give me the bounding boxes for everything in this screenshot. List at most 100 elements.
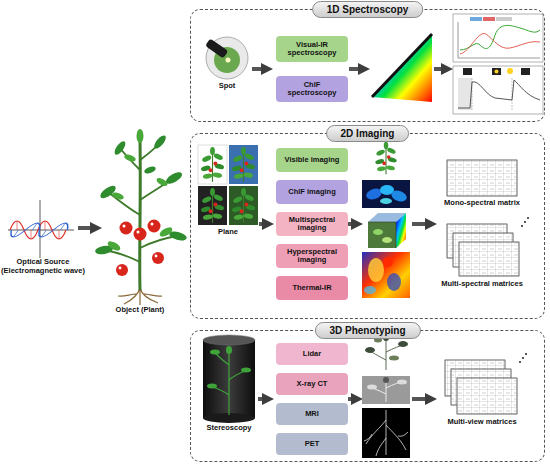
- root-thumbnail: [362, 408, 410, 458]
- plant-illustration: [98, 184, 117, 201]
- method-label: Visual-IR spectroscopy: [279, 41, 345, 58]
- caption-label: Optical Source (Electromagnetic wave): [0, 258, 86, 275]
- hyperspectral-cube: [373, 229, 383, 235]
- method-label: ChlF spectroscopy: [279, 81, 345, 98]
- plane-illustration: [198, 145, 258, 225]
- flow-arrow: [348, 222, 351, 226]
- stereo-cylinder: [203, 335, 255, 345]
- plant-illustration: [158, 225, 174, 238]
- plant-illustration: [151, 223, 154, 226]
- fluorescence-chart: [495, 70, 499, 74]
- spot-illustration: [226, 58, 231, 63]
- fluorescence-chart: [463, 68, 472, 75]
- root-thumbnail: [364, 410, 408, 456]
- method-box: ChlF spectroscopy: [276, 76, 348, 102]
- matrix-grid: [525, 353, 527, 355]
- fluorescence-chart: [453, 66, 543, 114]
- thermal-thumbnail: [362, 252, 410, 298]
- method-box: MRI: [276, 403, 348, 425]
- section-panel: 2D ImagingVisible imagingChlF imagingMul…: [190, 133, 545, 319]
- fluorescence-chart: [521, 68, 530, 75]
- method-box: Lidar: [276, 343, 348, 365]
- thermal-thumbnail: [387, 273, 401, 291]
- wave-illustration: [6, 200, 74, 258]
- plant-illustration: [148, 220, 161, 233]
- xray-thumbnail: [397, 380, 407, 385]
- plane-illustration: [200, 147, 224, 182]
- spectrum-chart: [453, 14, 543, 62]
- method-label: ChlF imaging: [288, 188, 336, 197]
- lidar-thumbnail: [398, 341, 408, 347]
- plane-illustration: [229, 145, 258, 184]
- spectrum-chart: [470, 17, 482, 21]
- matrix-grid: [447, 160, 517, 196]
- method-box: X-ray CT: [276, 373, 348, 395]
- xray-thumbnail: [362, 376, 410, 404]
- plant-illustration: [116, 264, 128, 276]
- fluorescence-chart: [472, 78, 512, 110]
- matrix-grid: [522, 357, 524, 359]
- plant-illustration: [118, 288, 162, 305]
- plant-illustration: [155, 255, 158, 258]
- stereo-cylinder: [203, 340, 255, 418]
- matrix-grid: [521, 225, 523, 227]
- thermal-thumbnail: [362, 252, 410, 298]
- matrix-grid: [527, 217, 529, 219]
- spectrum-chart: [458, 22, 540, 58]
- caption-label: Plane: [198, 228, 258, 237]
- method-box: ChlF imaging: [276, 180, 348, 204]
- spectrum-chart: [453, 14, 543, 62]
- method-label: Multispectral imaging: [279, 216, 345, 233]
- stereo-cylinder: [203, 335, 255, 423]
- stereo-cylinder: [210, 350, 248, 415]
- chlf-thumbnail: [380, 198, 392, 204]
- plant-illustration: [152, 252, 164, 264]
- spot-illustration: [205, 37, 248, 79]
- stereo-cylinder: [241, 368, 251, 373]
- fluorescence-chart: [453, 66, 543, 114]
- root-thumbnail: [362, 408, 410, 458]
- method-label: X-ray CT: [297, 380, 328, 389]
- hyperspectral-cube: [368, 213, 406, 248]
- plant-illustration: [113, 139, 128, 156]
- prism-illustration: [372, 34, 432, 102]
- plane-illustration: [229, 186, 258, 225]
- lidar-thumbnail: [362, 334, 410, 372]
- plant-illustration: [119, 267, 122, 270]
- fluorescence-chart: [458, 80, 540, 108]
- spot-illustration: [206, 37, 248, 79]
- stereo-cylinder: [207, 384, 217, 389]
- plant-illustration: [123, 225, 126, 228]
- flow-arrow: [412, 397, 425, 401]
- wave-illustration: [8, 200, 74, 258]
- lidar-thumbnail: [365, 347, 375, 353]
- hyperspectral-cube: [368, 222, 396, 248]
- method-label: MRI: [305, 410, 319, 419]
- matrix-grid: [459, 242, 519, 276]
- plane-illustration: [231, 147, 255, 182]
- plant-illustration: [106, 239, 122, 252]
- flow-arrow: [348, 397, 351, 401]
- wave-illustration: [6, 223, 72, 237]
- wave-illustration: [13, 223, 65, 237]
- thermal-thumbnail: [368, 258, 384, 282]
- visible-thumbnail: [362, 140, 410, 176]
- method-label: Thermal-IR: [292, 284, 331, 293]
- thermal-thumbnail: [364, 286, 376, 294]
- prism-illustration: [372, 34, 432, 97]
- plant-illustration: [123, 153, 136, 163]
- flow-arrow: [258, 397, 262, 401]
- thermal-thumbnail: [383, 257, 393, 267]
- xray-thumbnail: [362, 376, 410, 404]
- matrix-grid: [459, 242, 519, 276]
- flow-arrow: [412, 222, 425, 226]
- method-box: Thermal-IR: [276, 276, 348, 300]
- section-title: 1D Spectroscopy: [312, 1, 424, 18]
- xray-thumbnail: [383, 377, 389, 383]
- plant-illustration: [137, 129, 144, 143]
- fluorescence-chart: [492, 68, 501, 75]
- plane-illustration: [198, 145, 227, 184]
- section-title: 3D Phenotyping: [314, 322, 420, 339]
- method-box: Visual-IR spectroscopy: [276, 36, 348, 62]
